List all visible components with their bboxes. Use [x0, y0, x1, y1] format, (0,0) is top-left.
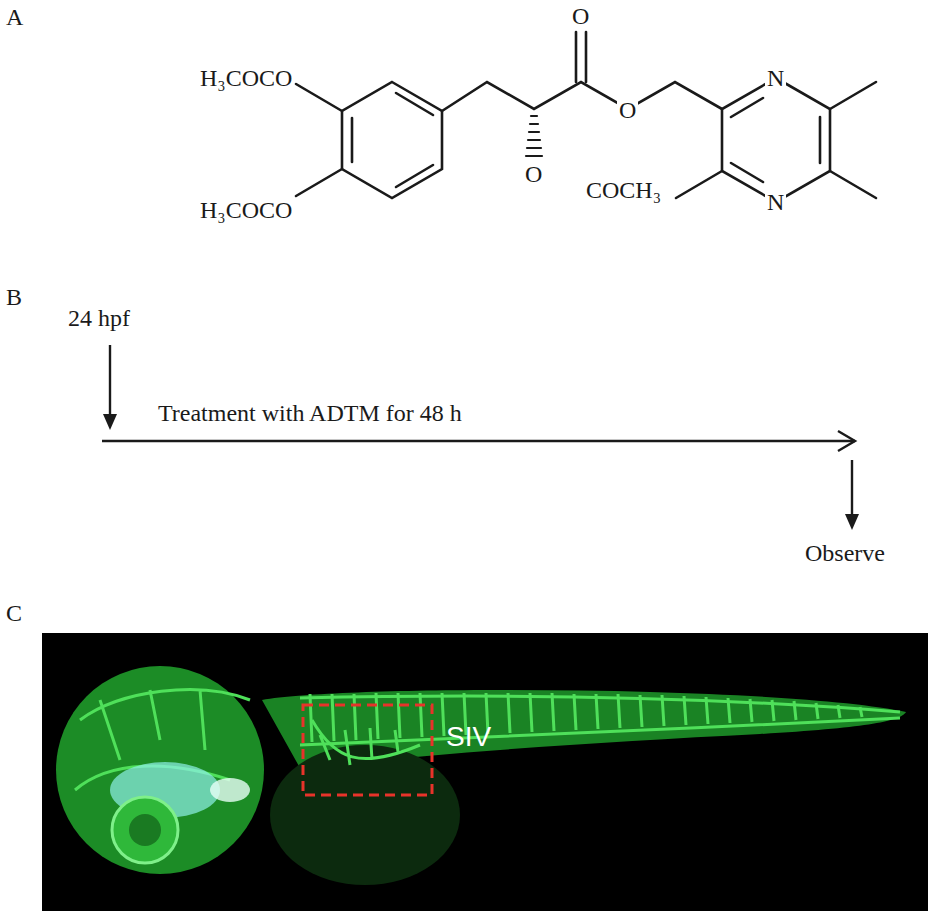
fish-eye-center	[129, 814, 161, 846]
start-arrow	[109, 345, 111, 418]
methyl-bond	[830, 171, 876, 198]
group-label: H₃COCO	[200, 65, 292, 91]
group-label: COCH₃	[586, 177, 661, 203]
double-bond	[396, 165, 433, 187]
treatment-label: Treatment with ADTM for 48 h	[158, 400, 462, 426]
image-background	[42, 633, 928, 911]
double-bond	[731, 98, 763, 117]
atom-label: N	[765, 65, 786, 91]
timeline	[102, 345, 859, 530]
atom-label: O	[617, 97, 638, 123]
double-bond	[575, 32, 578, 82]
time-axis	[102, 440, 855, 442]
bond	[296, 169, 342, 196]
fish-head	[56, 666, 264, 874]
atom-label: O	[570, 3, 591, 29]
panel-letter: B	[6, 284, 22, 310]
double-bond	[396, 93, 433, 115]
siv-box	[303, 705, 432, 795]
atom-label: O	[523, 161, 544, 187]
brain-highlight	[210, 778, 250, 802]
arrow-head	[838, 431, 855, 451]
time-label: 24 hpf	[68, 305, 130, 331]
double-bond	[819, 117, 822, 163]
arrow-head	[845, 514, 859, 530]
yolk	[270, 745, 460, 885]
zebrafish-image	[42, 633, 928, 911]
methyl-bond	[676, 171, 722, 198]
fish-eye	[112, 797, 178, 863]
double-bond	[585, 32, 588, 82]
chemical-structure	[296, 32, 876, 202]
hashed-bond	[526, 116, 542, 156]
observe-arrow	[851, 460, 853, 518]
arrow-head	[103, 414, 117, 430]
bond	[296, 84, 342, 111]
double-bond	[351, 118, 354, 162]
panel-letter: A	[6, 4, 23, 30]
atom-label: N	[765, 189, 786, 215]
panel-letter: C	[6, 600, 22, 626]
double-bond	[731, 163, 763, 182]
bond-chain	[442, 82, 722, 111]
time-label: Observe	[805, 540, 885, 566]
group-label: H₃COCO	[200, 197, 292, 223]
pyrazine-ring	[722, 78, 830, 202]
benzene-ring	[342, 82, 442, 198]
region-label: SIV	[446, 722, 491, 753]
methyl-bond	[830, 82, 876, 109]
